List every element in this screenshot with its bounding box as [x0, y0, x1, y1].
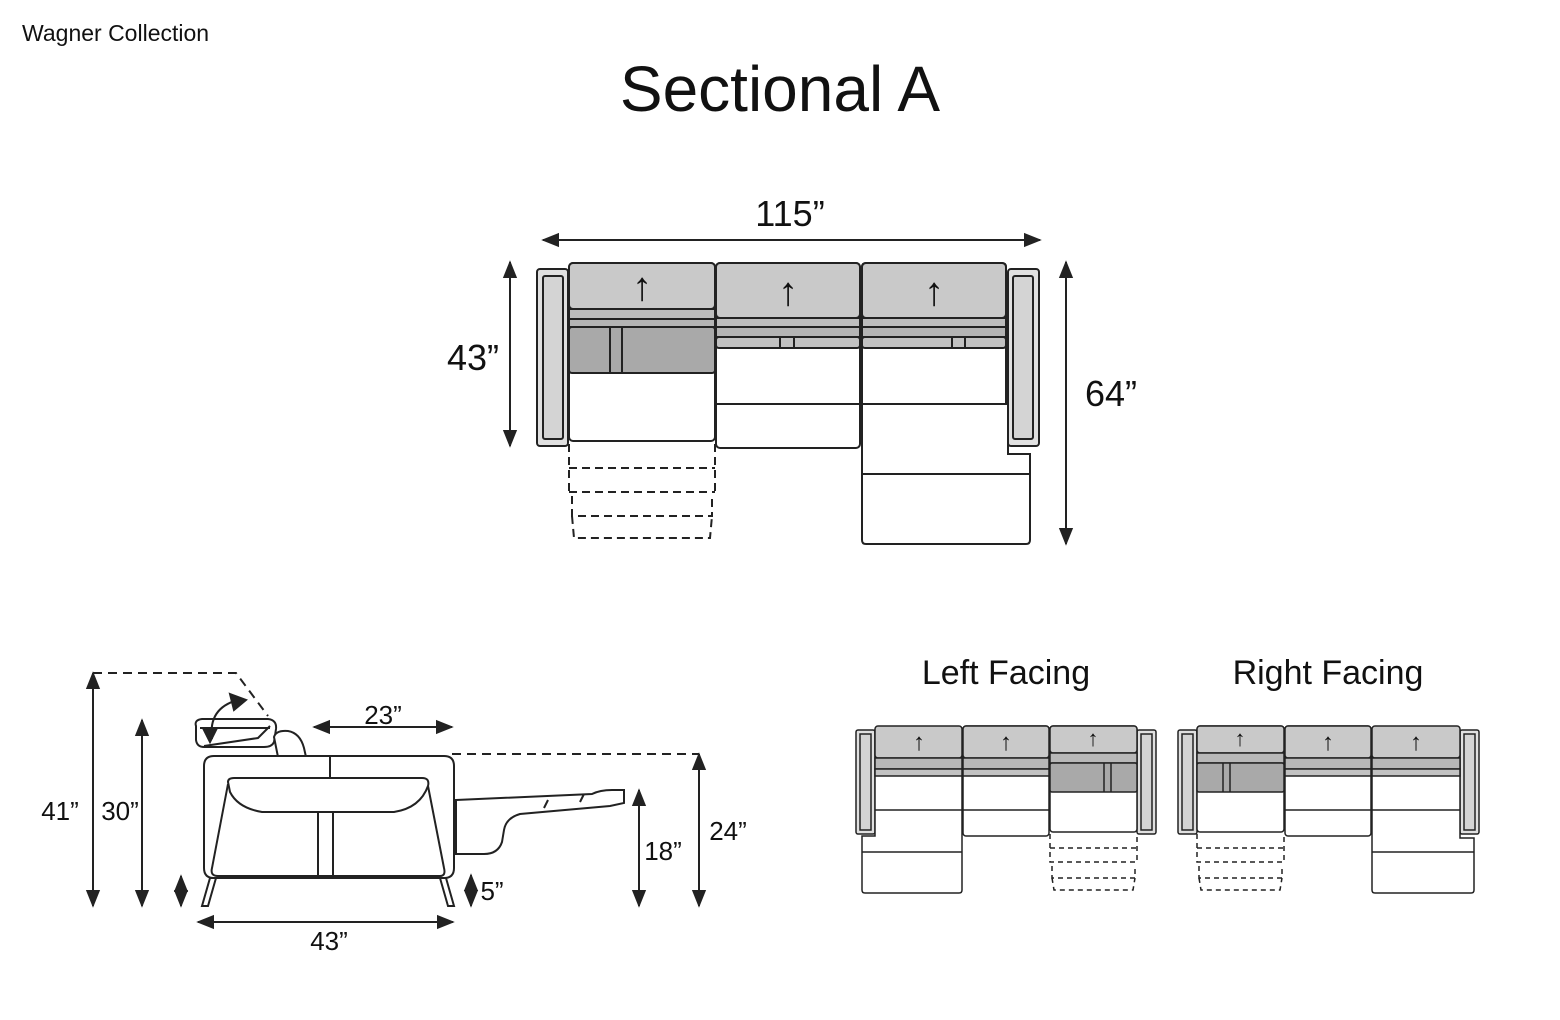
- leg-height-label: 5”: [480, 876, 503, 906]
- height-label: 30”: [101, 796, 139, 826]
- seat-depth-label: 23”: [364, 700, 402, 730]
- left-facing-arrows: ↑ ↑ ↑: [913, 726, 1099, 756]
- rear-leg: [200, 877, 218, 907]
- seat-2-direction-arrow-icon: ↑: [778, 270, 798, 314]
- footrest-height-label: 24”: [709, 816, 747, 846]
- depth-label: 43”: [447, 337, 499, 378]
- rf-seat-1-arrow-icon: ↑: [1235, 726, 1246, 751]
- lf-seat-1-arrow-icon: ↑: [913, 729, 925, 756]
- brand-name: Wagner Collection: [22, 20, 210, 46]
- right-facing-arrows: ↑ ↑ ↑: [1235, 726, 1423, 756]
- width-label: 115”: [755, 193, 824, 234]
- side-seat-cushion: [226, 777, 430, 813]
- chaise-depth-label: 64”: [1085, 373, 1137, 414]
- lf-seat-3-arrow-icon: ↑: [1088, 726, 1099, 751]
- seat-3-direction-arrow-icon: ↑: [924, 270, 944, 314]
- lf-seat-2-arrow-icon: ↑: [1000, 729, 1012, 756]
- seat-1-reclined-cushion: [568, 326, 716, 374]
- rf-seat-2-arrow-icon: ↑: [1322, 729, 1334, 756]
- top-view: [502, 232, 1074, 546]
- seat-1-direction-arrow-icon: ↑: [632, 265, 652, 309]
- page-title: Sectional A: [619, 53, 941, 125]
- left-facing-label: Left Facing: [922, 654, 1090, 692]
- height-reclined-label: 41”: [41, 796, 79, 826]
- seat-height-label: 18”: [644, 836, 682, 866]
- left-facing-diagram: [855, 725, 1157, 894]
- right-facing-label: Right Facing: [1233, 654, 1424, 692]
- front-leg: [438, 877, 456, 907]
- side-footrest: [455, 789, 625, 855]
- right-facing-diagram: [1177, 725, 1480, 894]
- side-view: [85, 671, 707, 930]
- extended-footrest-outline: [568, 444, 716, 539]
- side-depth-label: 43”: [310, 926, 348, 956]
- rf-seat-3-arrow-icon: ↑: [1410, 729, 1422, 756]
